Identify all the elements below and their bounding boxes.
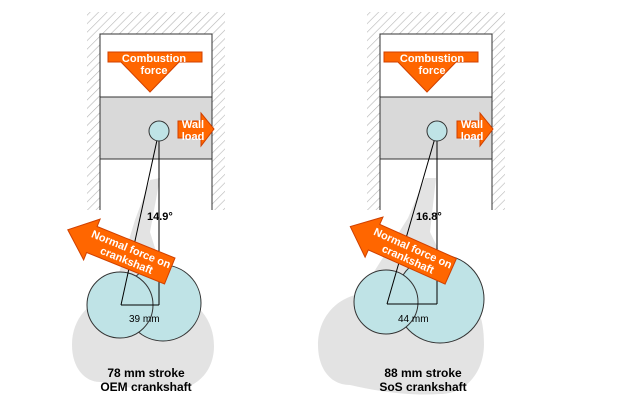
wall-load-arrow: [177, 111, 215, 148]
caption-sos: 88 mm stroke SoS crankshaft: [323, 366, 523, 394]
caption-oem: 78 mm stroke OEM crankshaft: [46, 366, 246, 394]
caption-line2: SoS crankshaft: [379, 380, 467, 394]
wall-label-line2: load: [461, 131, 484, 143]
wall-label-line1: Wall: [182, 119, 204, 131]
caption-line1: 88 mm stroke: [384, 366, 462, 380]
crank-dimension-label: 39 mm: [129, 314, 160, 325]
normal-force-arrow: [67, 218, 176, 285]
wall-label-line2: load: [182, 131, 205, 143]
combustion-force-arrow: [107, 51, 203, 93]
combustion-label-line2: force: [141, 65, 168, 77]
angle-label: 14.9°: [147, 211, 173, 223]
combustion-label-line1: Combustion: [400, 53, 464, 65]
cylinder-head-hatch: [87, 12, 225, 34]
cylinder-wall-left-hatch: [367, 12, 380, 210]
panel-oem: Combustion force Wall load Normal force …: [67, 12, 225, 391]
caption-line2: OEM crankshaft: [100, 380, 192, 394]
crank-dimension-label: 44 mm: [398, 314, 429, 325]
cylinder-wall-right-hatch: [492, 12, 505, 210]
combustion-force-arrow: [383, 51, 479, 93]
cylinder-wall-left-hatch: [87, 12, 100, 210]
angle-label: 16.8°: [416, 211, 442, 223]
wrist-pin: [426, 120, 448, 142]
panel-sos: Combustion force Wall load Normal force …: [318, 12, 505, 395]
wrist-pin: [148, 120, 170, 142]
caption-line1: 78 mm stroke: [107, 366, 185, 380]
connecting-rod-line: [120, 130, 160, 306]
wall-load-arrow: [456, 111, 494, 148]
combustion-label-line1: Combustion: [122, 53, 186, 65]
crank-counterweight-circle: [353, 269, 419, 335]
cylinder-wall-right-hatch: [212, 12, 225, 210]
cylinder-head-hatch: [367, 12, 505, 34]
combustion-label-line2: force: [419, 65, 446, 77]
wall-label-line1: Wall: [461, 119, 483, 131]
connecting-rod-line: [386, 130, 438, 305]
normal-force-arrow: [349, 216, 458, 285]
